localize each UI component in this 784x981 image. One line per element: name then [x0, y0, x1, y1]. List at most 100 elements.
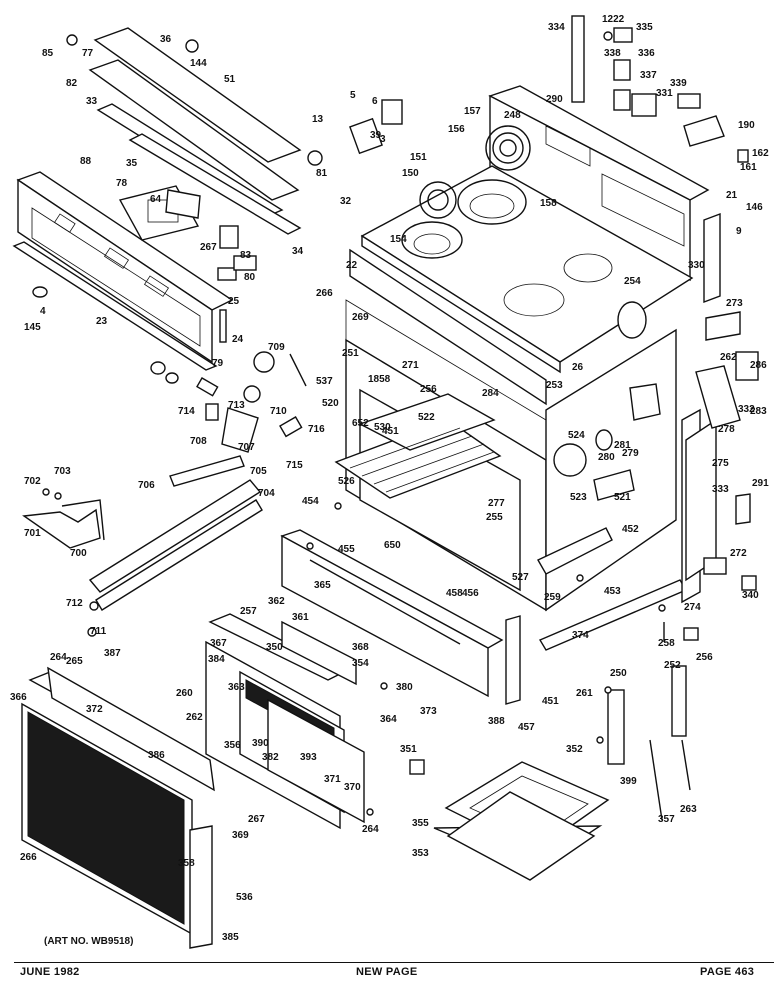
callout-label: 261 [576, 688, 593, 699]
callout-label: 333 [712, 484, 729, 495]
callout-label: 363 [228, 682, 245, 693]
callout-label: 354 [352, 658, 369, 669]
callout-label: 256 [696, 652, 713, 663]
callout-label: 708 [190, 436, 207, 447]
callout-label: 284 [482, 388, 499, 399]
callout-label: 77 [82, 48, 94, 59]
callout-label: 458 [446, 588, 463, 599]
callout-label: 361 [292, 612, 309, 623]
callout-label: 260 [176, 688, 193, 699]
footer-date: JUNE 1982 [20, 966, 80, 978]
callout-label: 370 [344, 782, 361, 793]
oven-door [21, 613, 365, 949]
callout-label: 6 [372, 96, 378, 107]
callout-label: 704 [258, 488, 275, 499]
callout-label: 146 [746, 202, 763, 213]
callout-label: 150 [402, 168, 419, 179]
callout-label: 5 [350, 90, 356, 101]
trim-strip-upper [88, 27, 302, 235]
callout-label: 537 [316, 376, 333, 387]
callout-label: 262 [186, 712, 203, 723]
callout-label: 452 [622, 524, 639, 535]
callout-label: 263 [680, 804, 697, 815]
door-hinges [607, 622, 699, 821]
callout-label: 530 [374, 422, 391, 433]
callout-label: 384 [208, 654, 225, 665]
callout-label: 250 [610, 668, 627, 679]
callout-label: 650 [384, 540, 401, 551]
callout-label: 366 [10, 692, 27, 703]
callout-label: 25 [228, 296, 240, 307]
callout-label: 259 [544, 592, 561, 603]
callout-label: 258 [658, 638, 675, 649]
callout-label: 386 [148, 750, 165, 761]
callout-label: 82 [66, 78, 78, 89]
callout-label: 269 [352, 312, 369, 323]
callout-label: 265 [66, 656, 83, 667]
callout-label: 78 [116, 178, 128, 189]
callout-label: 154 [390, 234, 407, 245]
callout-label: 262 [720, 352, 737, 363]
callout-label: 278 [718, 424, 735, 435]
callout-label: 385 [222, 932, 239, 943]
small-hardware [32, 34, 403, 453]
callout-label: 85 [42, 48, 54, 59]
callout-label: 271 [402, 360, 419, 371]
callout-label: 337 [640, 70, 657, 81]
callout-label: 340 [742, 590, 759, 601]
art-number: (ART NO. WB9518) [44, 936, 134, 947]
callout-label: 455 [338, 544, 355, 555]
callout-label: 520 [322, 398, 339, 409]
callout-label: 652 [352, 418, 369, 429]
callout-label: 399 [620, 776, 637, 787]
callout-label: 283 [750, 406, 767, 417]
callout-label: 356 [224, 740, 241, 751]
callout-label: 80 [244, 272, 256, 283]
callout-label: 158 [540, 198, 557, 209]
callout-label: 451 [542, 696, 559, 707]
callout-label: 380 [396, 682, 413, 693]
callout-label: 286 [750, 360, 767, 371]
callout-label: 23 [96, 316, 108, 327]
callout-label: 368 [352, 642, 369, 653]
callout-label: 21 [726, 190, 738, 201]
callout-label: 390 [252, 738, 269, 749]
callout-label: 713 [228, 400, 245, 411]
callout-label: 353 [412, 848, 429, 859]
callout-label: 338 [604, 48, 621, 59]
callout-label: 351 [400, 744, 417, 755]
callout-label: 705 [250, 466, 267, 477]
callout-label: 13 [312, 114, 324, 125]
callout-label: 702 [24, 476, 41, 487]
broiler-pan [409, 759, 610, 881]
clock-module [118, 185, 201, 241]
callout-label: 264 [362, 824, 379, 835]
callout-label: 332 [738, 404, 755, 415]
callout-label: 254 [624, 276, 641, 287]
callout-label: 279 [622, 448, 639, 459]
callout-label: 162 [752, 148, 769, 159]
callout-label: 1858 [368, 374, 391, 385]
callout-label: 251 [342, 348, 359, 359]
callout-label: 365 [314, 580, 331, 591]
callout-label: 524 [568, 430, 585, 441]
callout-label: 709 [268, 342, 285, 353]
callout-label: 707 [238, 442, 255, 453]
callout-label: 703 [54, 466, 71, 477]
callout-label: 352 [566, 744, 583, 755]
callout-label: 373 [420, 706, 437, 717]
callout-label: 526 [338, 476, 355, 487]
callout-label: 457 [518, 722, 535, 733]
callout-label: 281 [614, 440, 631, 451]
callout-label: 9 [736, 226, 742, 237]
callout-label: 26 [572, 362, 584, 373]
callout-label: 156 [448, 124, 465, 135]
callout-label: 4 [40, 306, 46, 317]
callout-label: 369 [232, 830, 249, 841]
callout-label: 393 [300, 752, 317, 763]
callout-label: 371 [324, 774, 341, 785]
callout-label: 264 [50, 652, 67, 663]
control-panel [12, 171, 234, 371]
